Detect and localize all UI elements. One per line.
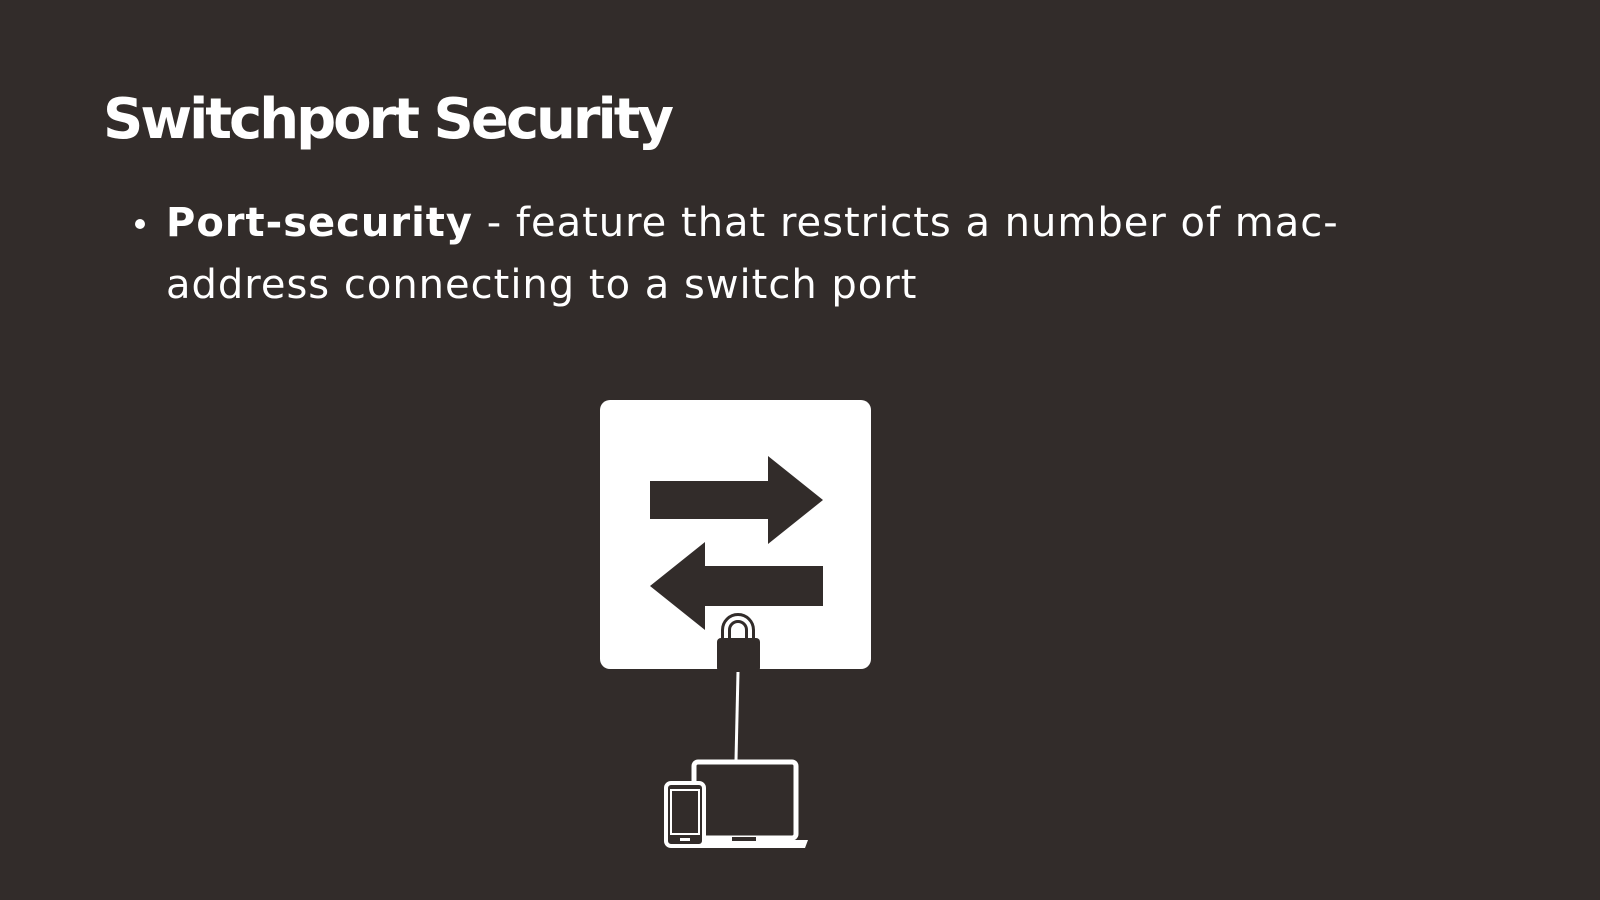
bullet-list: Port-security - feature that restricts a… [132,192,1372,316]
bullet-item: Port-security - feature that restricts a… [132,192,1372,316]
bullet-description: - feature that restricts a number of mac… [166,200,1339,308]
cable-line [734,671,740,761]
left-arrow-icon [650,542,823,630]
right-arrow-icon [650,456,823,544]
diagram-detail-svg [600,400,871,848]
padlock-icon [717,613,760,672]
switch-icon [600,400,871,669]
slide-title: Switchport Security [103,87,674,152]
bullet-term: Port-security [166,200,474,246]
bullet-dot [135,219,145,229]
devices-icon [664,759,808,848]
